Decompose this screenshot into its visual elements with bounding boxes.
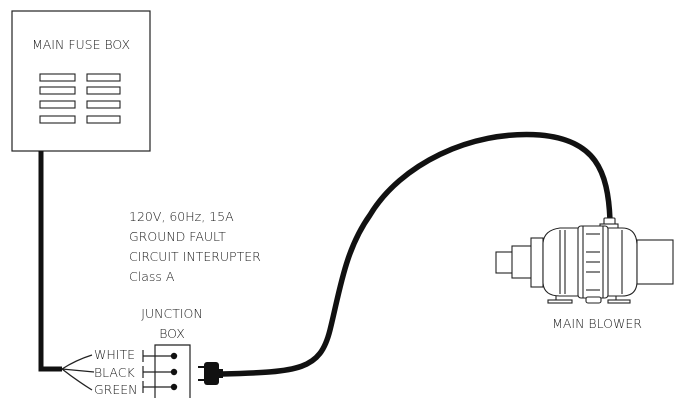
plug	[198, 362, 223, 385]
blower-outlet	[511, 245, 533, 279]
fuse-slot	[39, 100, 76, 109]
main-blower	[495, 217, 674, 304]
terminal-white	[142, 350, 178, 362]
fuse-slot	[39, 73, 76, 82]
fuse-slot	[86, 115, 121, 124]
blower-band-foot	[585, 296, 602, 304]
junction-box-label-2: BOX	[159, 326, 185, 341]
blower-label: MAIN BLOWER	[552, 316, 642, 331]
fuse-slot	[39, 86, 76, 95]
terminal-green	[142, 381, 178, 393]
main-fuse-box: MAIN FUSE BOX	[11, 10, 151, 152]
blower-motor-cap	[636, 239, 674, 285]
conductor-fanout	[61, 354, 95, 391]
terminal-black	[142, 366, 178, 378]
fuse-slot	[39, 115, 76, 124]
supply-cable	[38, 151, 62, 372]
power-spec-line-1: 120V, 60Hz, 15A	[129, 209, 234, 224]
junction-box-label-1: JUNCTION	[141, 306, 202, 321]
fuse-box-title: MAIN FUSE BOX	[32, 37, 130, 52]
wire-label-green: GREEN	[94, 382, 138, 397]
wire-label-black: BLACK	[94, 365, 135, 380]
blower-outlet-collar	[530, 237, 544, 288]
fuse-slot	[86, 73, 121, 82]
blower-foot-left	[547, 299, 573, 304]
fuse-slot	[86, 86, 121, 95]
blower-outlet-tip	[495, 251, 514, 274]
junction-box: JUNCTION BOX	[141, 306, 203, 398]
power-spec-line-3: CIRCUIT INTERUPTER	[129, 249, 261, 264]
power-spec-line-4: Class A	[129, 269, 175, 284]
blower-foot-right	[607, 299, 631, 304]
power-spec: 120V, 60Hz, 15A GROUND FAULT CIRCUIT INT…	[129, 209, 261, 284]
blower-cord	[219, 131, 613, 377]
fuse-slot	[86, 100, 121, 109]
power-spec-line-2: GROUND FAULT	[129, 229, 226, 244]
wire-label-white: WHITE	[94, 347, 135, 362]
fuse-box-outline	[11, 10, 151, 152]
fuse-array	[39, 73, 121, 124]
